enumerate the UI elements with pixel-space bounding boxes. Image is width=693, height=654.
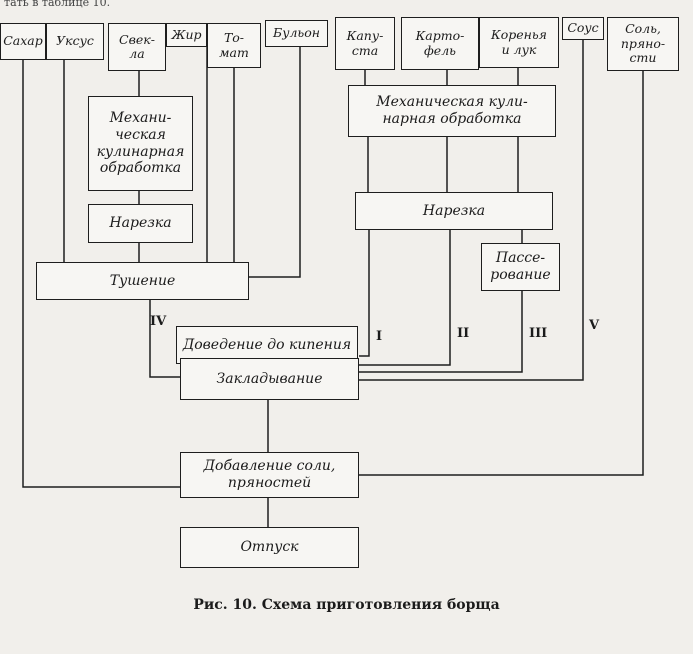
step-laying: Закладывание — [180, 358, 359, 400]
line-salt — [359, 71, 644, 476]
ingredient-potato: Карто- фель — [401, 17, 479, 70]
step-mech-veg: Механическая кули- нарная обработка — [348, 85, 556, 137]
ingredient-beet: Свек- ла — [108, 23, 166, 71]
stage-label-i: I — [376, 329, 383, 344]
stage-label-iii: III — [529, 326, 548, 341]
line-stage-i — [359, 230, 370, 357]
line-stew-lay — [149, 300, 180, 378]
step-passing: Пассе- рование — [481, 243, 560, 291]
line-stage-iii — [359, 291, 523, 373]
ingredient-cabbage: Капу- ста — [335, 17, 395, 70]
ingredient-fat: Жир — [166, 23, 207, 47]
step-cut-veg: Нарезка — [355, 192, 553, 230]
step-stewing: Тушение — [36, 262, 249, 300]
stage-label-ii: II — [457, 326, 470, 341]
step-boil: Доведение до кипения — [176, 326, 358, 364]
line-stage-v — [359, 40, 584, 381]
stage-label-v: V — [589, 318, 600, 333]
step-cut-beet: Нарезка — [88, 204, 193, 243]
step-mech-beet: Механи- ческая кулинарная обработка — [88, 96, 193, 191]
figure-caption: Рис. 10. Схема приготовления борща — [193, 597, 500, 613]
header-fragment: тать в таблице 10. — [4, 0, 111, 9]
line-stage-ii — [359, 230, 451, 366]
ingredient-sugar: Сахар — [0, 23, 46, 60]
line-sugar — [22, 60, 180, 488]
ingredient-vinegar: Уксус — [46, 23, 104, 60]
stage-label-iv: IV — [150, 314, 167, 329]
ingredient-salt-spices: Соль, пряно- сти — [607, 17, 679, 71]
ingredient-sauce: Соус — [562, 17, 604, 40]
step-add-salt: Добавление соли, пряностей — [180, 452, 359, 498]
step-serving: Отпуск — [180, 527, 359, 568]
line-broth — [249, 47, 301, 278]
ingredient-roots-onion: Коренья и лук — [479, 17, 559, 68]
ingredient-broth: Бульон — [265, 20, 328, 47]
ingredient-tomato: То- мат — [207, 23, 261, 68]
